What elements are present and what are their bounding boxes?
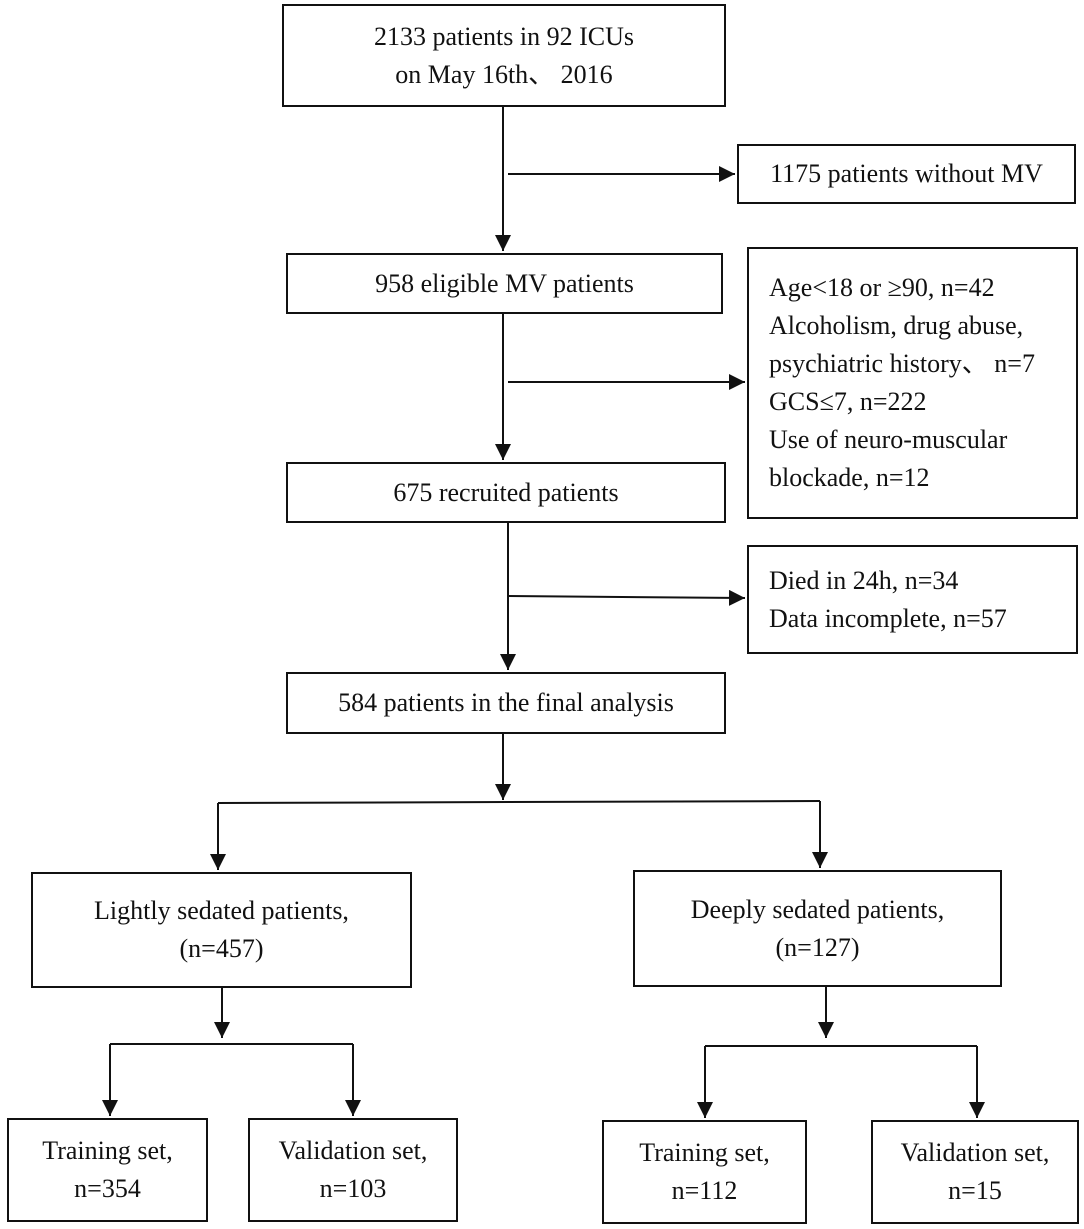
box-light-line-2: (n=457)	[179, 934, 264, 963]
box-eligible-mv: 958 eligible MV patients	[286, 253, 723, 314]
box-deeply-sedated: Deeply sedated patients, (n=127)	[633, 870, 1002, 987]
box-deep-train-line-1: Training set,	[639, 1138, 770, 1167]
box-light-validation-set: Validation set, n=103	[248, 1118, 458, 1222]
box-died-line-1: Died in 24h, n=34	[769, 565, 959, 595]
box-light-valid-line-1: Validation set,	[278, 1136, 428, 1165]
box-deep-line-2: (n=127)	[775, 932, 860, 962]
box-light-train-line-2: n=354	[74, 1174, 141, 1203]
box-recruited: 675 recruited patients	[286, 462, 726, 523]
box-recruited-line-1: 675 recruited patients	[393, 477, 619, 507]
box-exclusion-line-4: GCS≤7, n=222	[769, 387, 927, 416]
box-without-mv: 1175 patients without MV	[737, 144, 1076, 204]
box-start-line-1: 2133 patients in 92 ICUs	[374, 21, 634, 51]
box-deep-validation-set: Validation set, n=15	[871, 1120, 1079, 1224]
box-died-incomplete: Died in 24h, n=34 Data incomplete, n=57	[747, 545, 1078, 654]
box-eligible-line-1: 958 eligible MV patients	[375, 268, 634, 298]
box-without-mv-line-1: 1175 patients without MV	[770, 159, 1043, 188]
box-exclusion-line-6: blockade, n=12	[769, 463, 930, 492]
box-exclusion-line-3: psychiatric history、 n=7	[769, 349, 1035, 378]
box-light-train-line-1: Training set,	[42, 1136, 173, 1165]
box-final-analysis: 584 patients in the final analysis	[286, 672, 726, 734]
split-horizontal	[217, 800, 821, 804]
box-deep-train-line-2: n=112	[671, 1176, 738, 1205]
box-light-valid-line-2: n=103	[319, 1174, 387, 1203]
box-exclusion-criteria: Age<18 or ≥90, n=42 Alcoholism, drug abu…	[747, 247, 1078, 519]
box-start-cohort: 2133 patients in 92 ICUs on May 16th、 20…	[282, 4, 726, 107]
box-exclusion-line-2: Alcoholism, drug abuse,	[769, 311, 1024, 340]
box-exclusion-line-5: Use of neuro-muscular	[769, 425, 1008, 454]
arrow-to-died	[507, 589, 746, 606]
box-deep-training-set: Training set, n=112	[602, 1120, 807, 1224]
box-deep-line-1: Deeply sedated patients,	[690, 894, 945, 924]
box-exclusion-line-1: Age<18 or ≥90, n=42	[769, 273, 995, 302]
box-final-line-1: 584 patients in the final analysis	[338, 688, 674, 717]
box-died-line-2: Data incomplete, n=57	[769, 603, 1007, 633]
box-start-line-2: on May 16th、 2016	[395, 59, 613, 89]
box-deep-valid-line-1: Validation set,	[900, 1138, 1050, 1167]
box-deep-valid-line-2: n=15	[948, 1176, 1002, 1205]
box-lightly-sedated: Lightly sedated patients, (n=457)	[31, 872, 412, 988]
box-light-training-set: Training set, n=354	[7, 1118, 208, 1222]
box-light-line-1: Lightly sedated patients,	[94, 896, 349, 925]
